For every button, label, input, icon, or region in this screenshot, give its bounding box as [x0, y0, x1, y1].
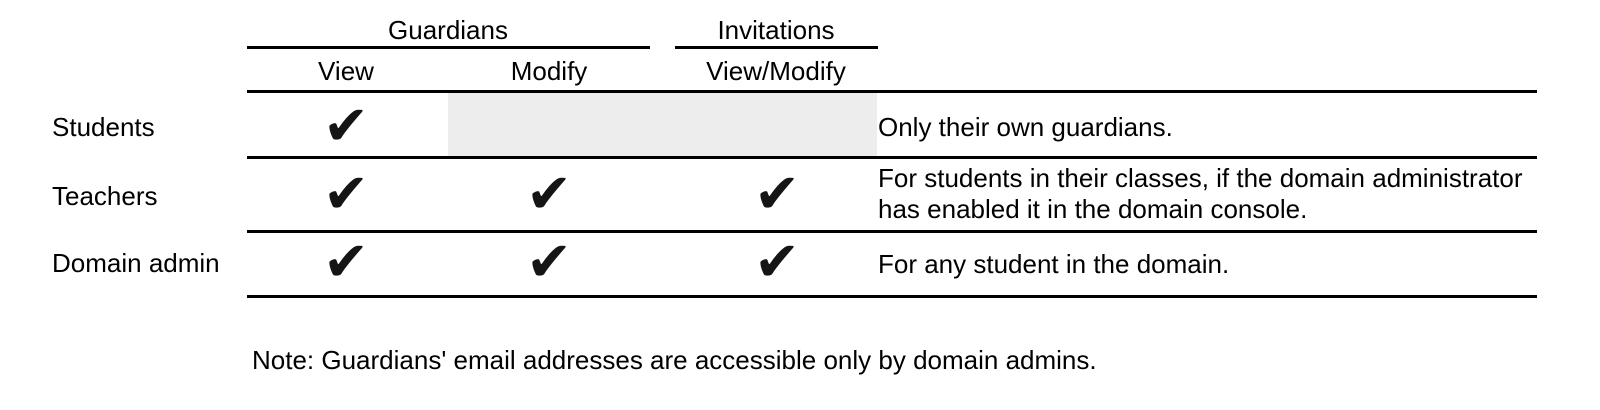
note-line: Only their own guardians. — [878, 112, 1173, 142]
check-icon: ✔ — [525, 229, 573, 294]
column-group-invitations: Invitations — [717, 15, 835, 45]
students-row-rule — [247, 156, 1537, 159]
check-icon: ✔ — [525, 161, 573, 226]
row-label-domain-admin: Domain admin — [52, 248, 220, 278]
note-line: For any student in the domain. — [878, 249, 1230, 279]
guardians-group-underline — [247, 46, 650, 49]
note-teachers: For students in their classes, if the do… — [878, 163, 1523, 225]
table-footnote: Note: Guardians' email addresses are acc… — [252, 345, 1097, 375]
check-icon: ✔ — [753, 161, 801, 226]
row-label-teachers: Teachers — [52, 181, 158, 211]
column-group-guardians: Guardians — [388, 15, 508, 45]
note-domain-admin: For any student in the domain. — [878, 249, 1229, 280]
check-icon: ✔ — [322, 161, 370, 226]
row-label-students: Students — [52, 112, 155, 142]
column-header-view: View — [318, 56, 374, 86]
header-rule — [247, 90, 1537, 93]
note-line: has enabled it in the domain console. — [878, 194, 1308, 224]
column-header-modify: Modify — [510, 56, 588, 86]
students-disabled-cells-region — [448, 93, 877, 156]
domain-admin-row-rule — [247, 295, 1537, 298]
check-icon: ✔ — [322, 93, 370, 158]
invitations-group-underline — [675, 46, 878, 49]
note-students: Only their own guardians. — [878, 112, 1173, 143]
check-icon: ✔ — [322, 229, 370, 294]
note-line: For students in their classes, if the do… — [878, 163, 1523, 193]
check-icon: ✔ — [753, 229, 801, 294]
teachers-row-rule — [247, 230, 1537, 233]
column-header-view-modify: View/Modify — [706, 56, 846, 86]
